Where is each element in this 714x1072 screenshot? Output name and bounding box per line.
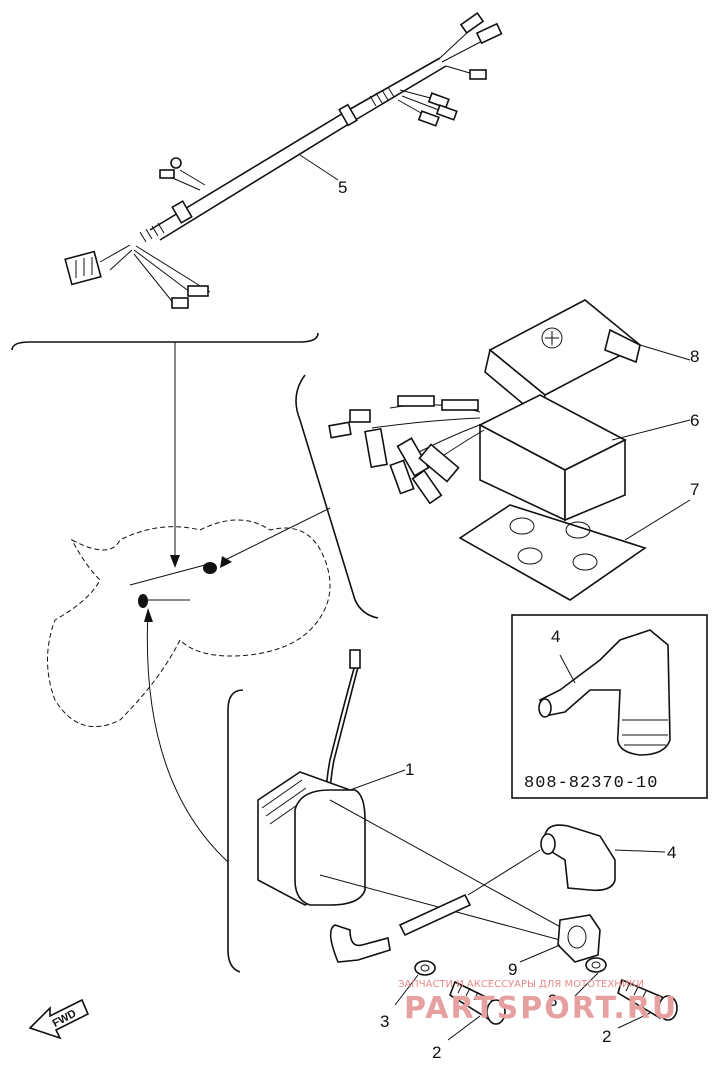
group-frame-line xyxy=(295,374,379,619)
callout-3-left: 3 xyxy=(380,1012,389,1031)
callout-2-right: 2 xyxy=(602,1027,611,1046)
callout-4-inset: 4 xyxy=(551,627,560,646)
callout-5: 5 xyxy=(338,178,347,197)
plug-cap-part-4 xyxy=(467,824,666,896)
wire-harness xyxy=(64,12,503,309)
callout-7: 7 xyxy=(690,480,699,499)
callout-9: 9 xyxy=(508,960,517,979)
ignition-coil-part-1 xyxy=(257,649,576,963)
engine-outline xyxy=(47,507,331,863)
callout-8: 8 xyxy=(690,347,699,366)
fwd-arrow-icon: FWD xyxy=(28,998,90,1040)
callout-4: 4 xyxy=(667,843,676,862)
callout-1: 1 xyxy=(405,760,414,779)
inset-box xyxy=(511,614,708,799)
bolt-right xyxy=(617,978,678,1029)
watermark-logo: PARTSPORT.RU xyxy=(404,991,678,1026)
washer-right xyxy=(574,957,607,997)
inset-part-number: 808-82370-10 xyxy=(524,774,658,793)
clamp-part-9 xyxy=(519,914,601,963)
bolt-left xyxy=(447,980,506,1041)
watermark-tagline: ЗАПЧАСТИ И АКСЕССУАРЫ ДЛЯ МОТОТЕХНИКИ xyxy=(398,979,644,990)
callout-3-right: 3 xyxy=(548,991,557,1010)
coil-group-bracket xyxy=(227,689,244,973)
callout-2-left: 2 xyxy=(432,1043,441,1062)
cdi-unit-part-6 xyxy=(328,394,691,522)
callout-6: 6 xyxy=(690,411,699,430)
washer-left xyxy=(394,960,436,1006)
cdi-bracket-part-8 xyxy=(484,299,691,420)
group-bracket xyxy=(11,332,319,351)
cdi-gasket-part-7 xyxy=(458,499,691,601)
